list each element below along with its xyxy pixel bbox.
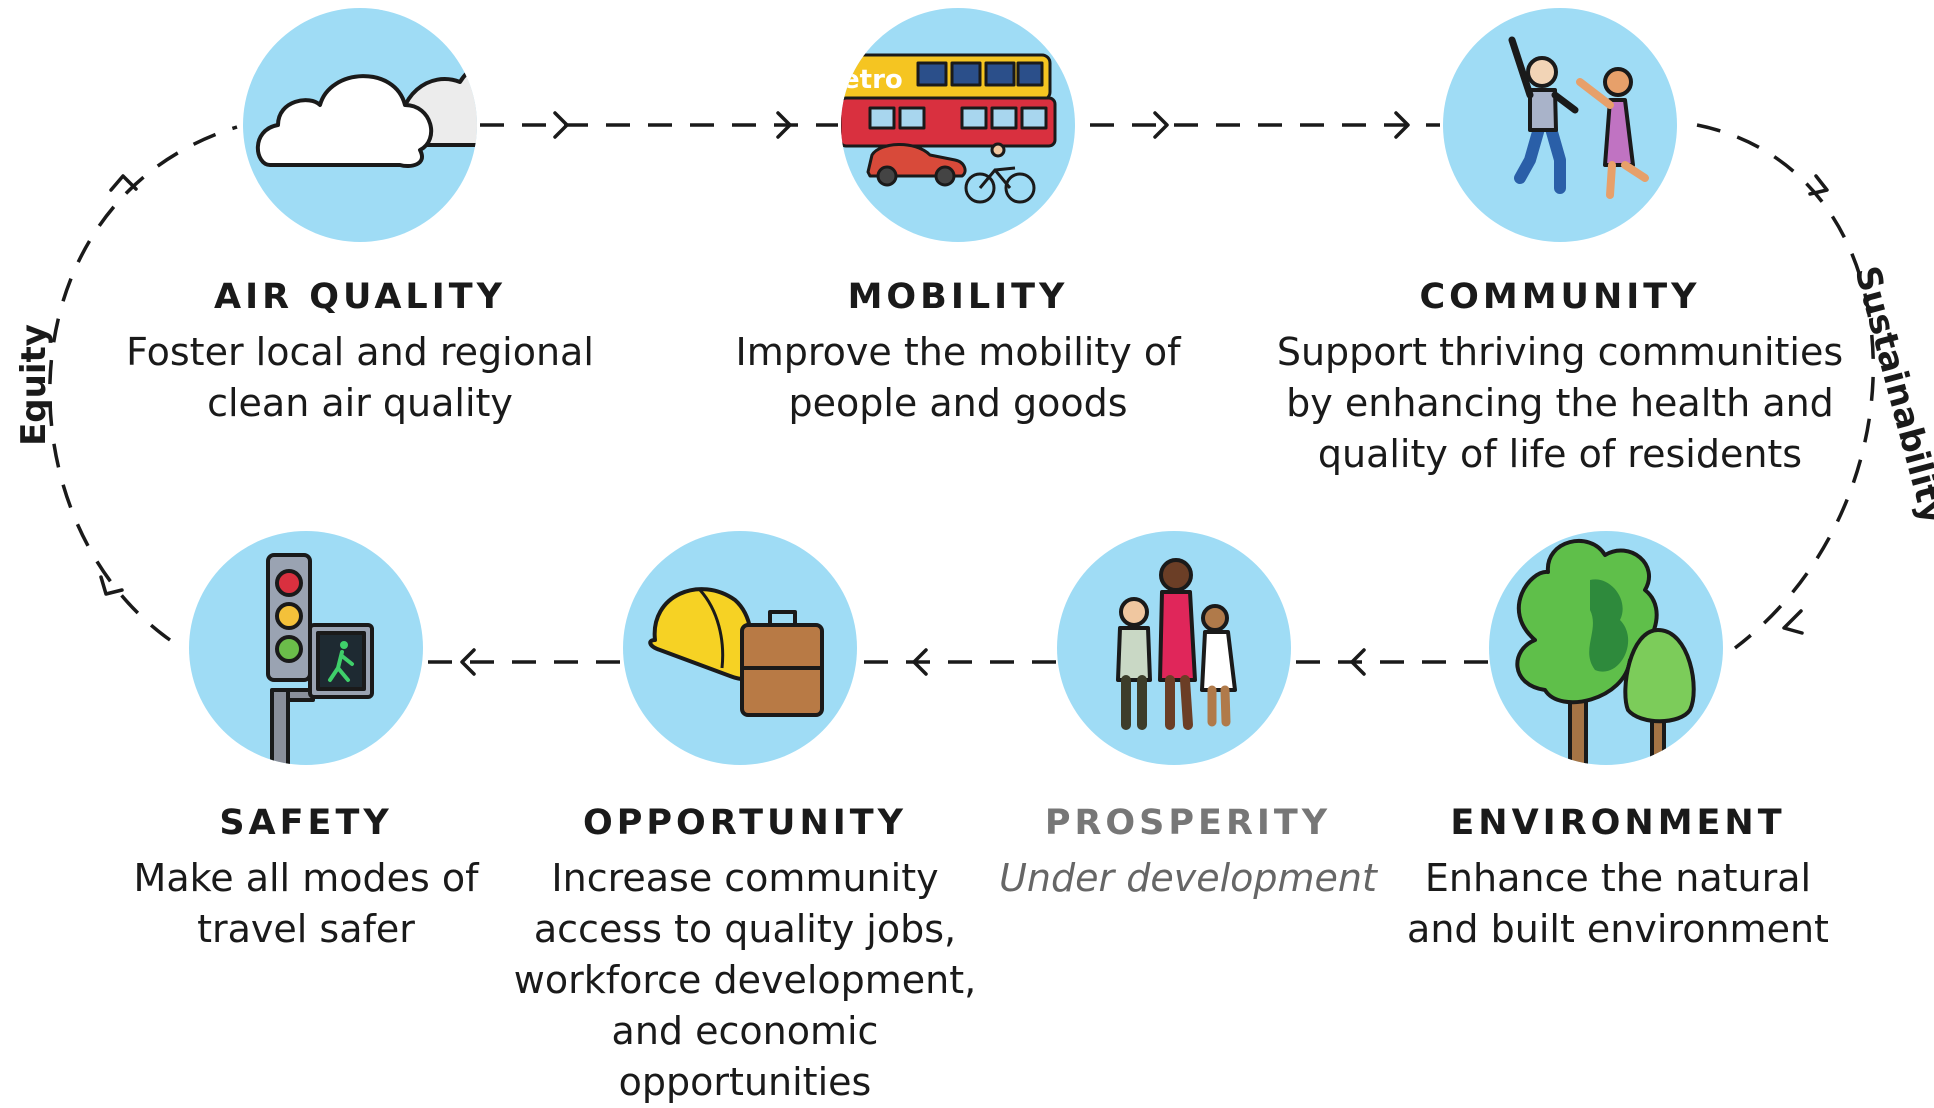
connector-safety-to-air (48, 125, 238, 642)
hardhat-briefcase-icon (648, 587, 824, 717)
arrowhead-6 (1782, 609, 1804, 635)
arrowhead-5 (1808, 174, 1829, 196)
arrowhead-3 (1153, 111, 1169, 139)
arrowhead-1 (553, 111, 569, 139)
community-circle (1443, 8, 1677, 242)
desc-line: Enhance the natural (1424, 856, 1812, 900)
node-opportunity: OPPORTUNITY Increase community access to… (514, 803, 976, 1108)
desc-line: quality of life of residents (1317, 432, 1803, 476)
desc-line: clean air quality (207, 381, 513, 425)
node-desc: Increase community access to quality job… (514, 853, 976, 1108)
desc-line: Support thriving communities (1276, 330, 1844, 374)
trees-icon (1515, 538, 1696, 765)
node-desc: Foster local and regional clean air qual… (126, 327, 594, 429)
cloud-icon (255, 58, 477, 169)
node-air-quality: AIR QUALITY Foster local and regional cl… (126, 277, 594, 429)
family-icon (1116, 558, 1237, 730)
people-dancing-icon (1508, 36, 1649, 199)
desc-line: workforce development, (513, 958, 977, 1002)
desc-line: Under development (999, 856, 1377, 900)
connector-community-to-environment (1696, 123, 1875, 650)
arrowhead-2 (776, 111, 792, 139)
desc-line: Make all modes of (133, 856, 479, 900)
node-desc: Make all modes of travel safer (134, 853, 479, 955)
arrowhead-7 (1350, 648, 1366, 676)
desc-line: Foster local and regional (126, 330, 594, 374)
traffic-light-icon (266, 553, 374, 765)
node-environment: ENVIRONMENT Enhance the natural and buil… (1407, 803, 1829, 955)
bus-sign-text: etro (842, 65, 903, 95)
node-safety: SAFETY Make all modes of travel safer (134, 803, 479, 955)
node-title: ENVIRONMENT (1450, 803, 1786, 843)
node-title: SAFETY (219, 803, 393, 843)
arrowhead-9 (460, 648, 476, 676)
equity-label: Equity (14, 324, 54, 446)
desc-line: and economic (611, 1009, 879, 1053)
node-desc: Enhance the natural and built environmen… (1407, 853, 1829, 955)
desc-line: and built environment (1407, 907, 1829, 951)
desc-line: Improve the mobility of (735, 330, 1181, 374)
node-title: OPPORTUNITY (582, 803, 908, 843)
arrowhead-4 (1394, 111, 1410, 139)
node-desc: Improve the mobility of people and goods (736, 327, 1181, 429)
connectors (48, 123, 1875, 664)
node-title: COMMUNITY (1419, 277, 1701, 317)
node-mobility: MOBILITY Improve the mobility of people … (736, 277, 1181, 429)
desc-line: Increase community (551, 856, 939, 900)
node-title: MOBILITY (847, 277, 1069, 317)
arrowheads (99, 111, 1829, 676)
node-prosperity: PROSPERITY Under development (999, 803, 1377, 904)
desc-line: people and goods (788, 381, 1128, 425)
node-desc: Support thriving communities by enhancin… (1277, 327, 1843, 480)
node-title: PROSPERITY (1044, 803, 1332, 843)
desc-line: opportunities (618, 1060, 872, 1104)
arrowhead-11 (109, 174, 138, 192)
arrowhead-10 (99, 575, 124, 596)
node-community: COMMUNITY Support thriving communities b… (1277, 277, 1843, 480)
arrowhead-8 (912, 648, 928, 676)
bus-car-bike-icon: etro (841, 53, 1057, 204)
desc-line: by enhancing the health and (1286, 381, 1834, 425)
node-desc: Under development (999, 853, 1377, 904)
node-title: AIR QUALITY (214, 277, 506, 317)
desc-line: travel safer (197, 907, 415, 951)
desc-line: access to quality jobs, (533, 907, 957, 951)
